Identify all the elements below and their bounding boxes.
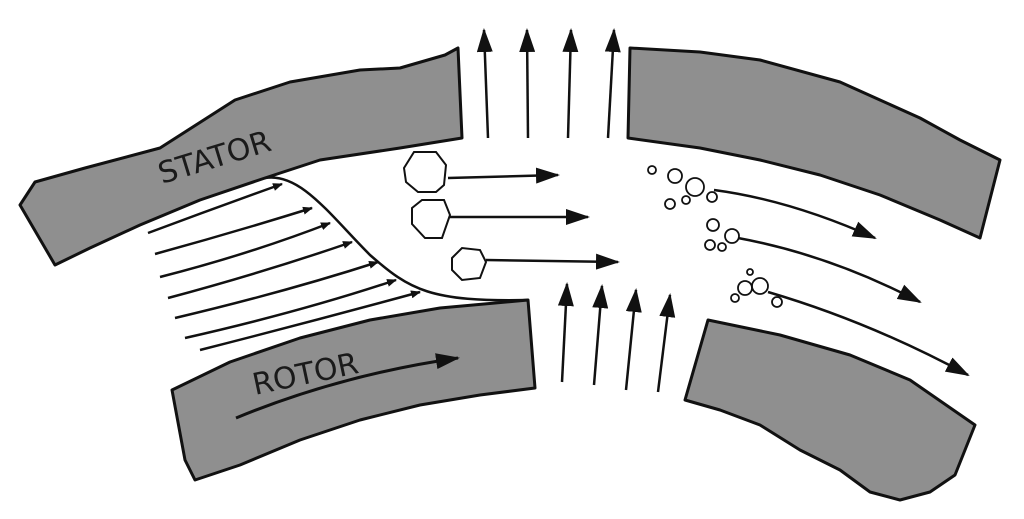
inlet-arrow [167,240,353,300]
stator-right-block [626,46,1002,240]
fragmented-particles [647,165,783,308]
up-arrow [624,288,642,391]
rotor-direction-arrow [235,353,460,420]
up-arrow [592,284,609,386]
upward-bottom-arrows [557,282,676,393]
inlet-arrow [199,290,421,352]
up-arrow [656,293,676,393]
up-arrow [519,28,536,139]
inlet-arrow [147,182,283,235]
inlet-arrow [159,221,331,279]
nozzle-contour [264,176,529,302]
fragment [685,177,705,197]
fragment [724,228,740,244]
up-arrow [557,282,574,383]
fragment [746,268,754,276]
large-particle [411,199,452,239]
up-arrow [476,28,493,139]
stator-left-block [18,46,464,267]
outlet-arrow [737,236,922,304]
rotor-left-block [170,298,537,482]
fragment [704,239,716,251]
fragment [751,277,769,295]
upward-top-arrows [476,28,621,139]
outlet-arrow [767,290,970,377]
fragment [667,168,683,184]
fragment [664,198,676,210]
large-particle [402,151,448,193]
outlet-flow-arrows [713,188,970,377]
up-arrow [604,28,621,139]
fragment [681,195,691,205]
particle-arrow [447,167,560,184]
outlet-arrow [713,188,877,240]
fragment [730,293,740,303]
fragment [706,218,720,232]
particle-flow-arrows [447,167,620,270]
rotor-right-block [683,318,977,502]
particle-arrow [485,253,620,270]
large-particles [402,151,488,282]
inlet-arrow [174,260,379,320]
inlet-flow-arrows [147,182,421,352]
fragment [771,296,783,308]
fragment [647,165,657,175]
up-arrow [562,28,579,139]
inlet-arrow [154,206,313,256]
fragment [717,242,727,252]
inlet-arrow [184,278,397,340]
fragment [706,191,718,203]
large-particle [451,246,488,282]
fragment [737,280,753,296]
